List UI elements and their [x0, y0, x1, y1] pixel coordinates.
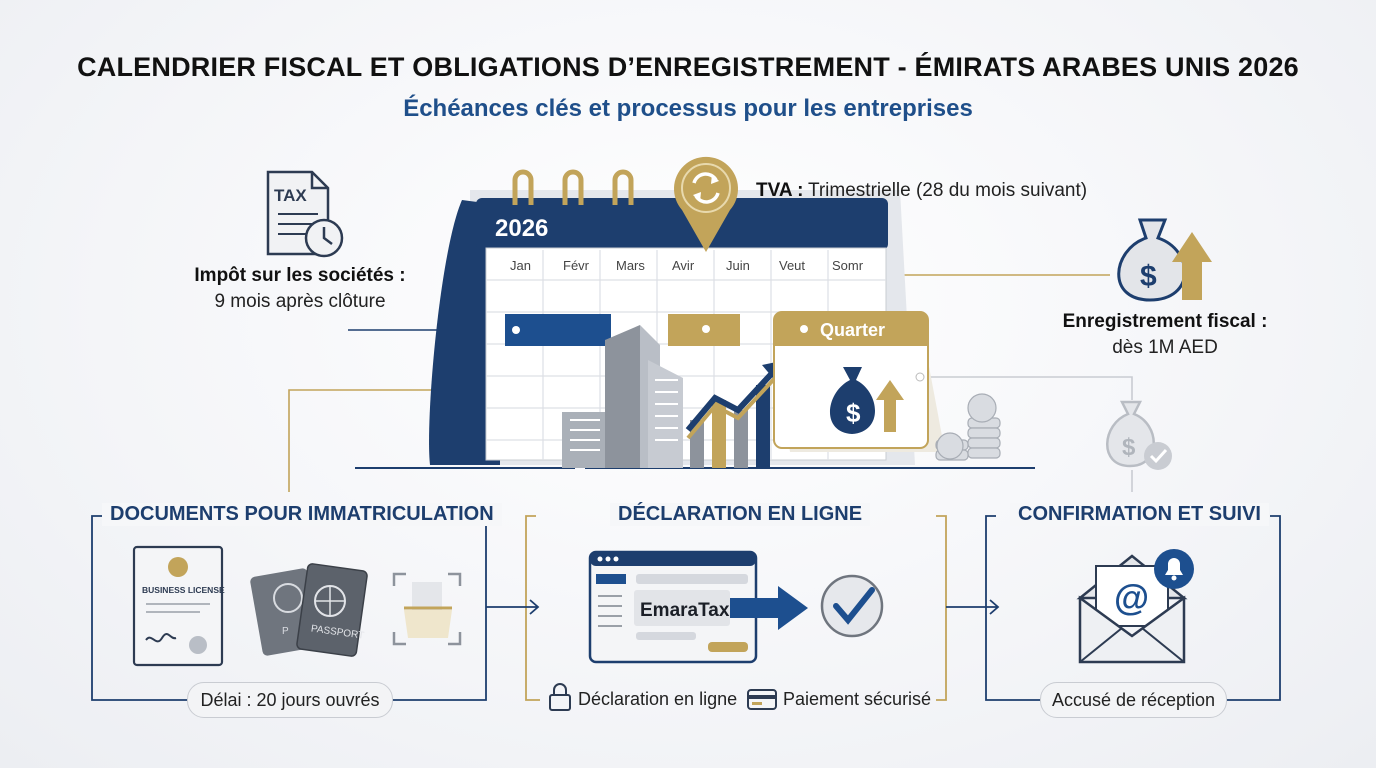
corporate-tax-title: Impôt sur les sociétés :: [194, 265, 406, 286]
svg-text:$: $: [846, 398, 861, 428]
business-license-icon: [132, 545, 224, 667]
notification-bell-icon: [1154, 549, 1194, 589]
money-check-icon: $: [1106, 400, 1172, 470]
scan-document-icon: [392, 572, 462, 646]
email-envelope-icon: @: [1076, 554, 1188, 664]
secure-payment-label: Paiement sécurisé: [783, 689, 932, 709]
quarter-label: Quarter: [820, 320, 885, 340]
emaratax-label: EmaraTax: [640, 600, 730, 621]
svg-text:$: $: [1140, 260, 1157, 293]
page-subtitle: Échéances clés et processus pour les ent…: [403, 95, 973, 122]
tax-icon-text: TAX: [274, 186, 307, 205]
coins-icon: [935, 393, 1001, 461]
calendar-month-5: Veut: [779, 258, 805, 273]
license-text: BUSINESS LICENSE: [142, 585, 225, 595]
calendar-month-0: Jan: [510, 258, 531, 273]
calendar-month-3: Avir: [672, 258, 695, 273]
step-2-title: DÉCLARATION EN LIGNE: [610, 503, 871, 526]
calendar-year: 2026: [495, 215, 548, 242]
calendar-months: Jan Févr Mars Avir Juin Veut Somr: [510, 258, 864, 273]
registration-callout: Enregistrement fiscal : dès 1M AED: [1040, 311, 1290, 359]
buildings-chart-icon: [562, 325, 786, 468]
calendar-month-6: Somr: [832, 258, 864, 273]
vat-title: TVA :: [756, 180, 804, 201]
step-3-title: CONFIRMATION ET SUIVI: [1010, 503, 1269, 526]
acknowledgment-pill: Accusé de réception: [1040, 682, 1227, 718]
deadline-pill: Délai : 20 jours ouvrés: [187, 682, 393, 718]
vat-pin-icon: [673, 156, 739, 252]
credit-card-icon: [747, 689, 777, 710]
calendar-month-2: Mars: [616, 258, 645, 273]
tax-document-icon: TAX: [266, 170, 344, 258]
vat-detail: Trimestrielle (28 du mois suivant): [807, 180, 1088, 201]
passport-icon: [250, 563, 368, 657]
quarter-card: Quarter $: [773, 311, 945, 452]
online-declaration-label: Déclaration en ligne: [578, 689, 738, 709]
money-bag-up-icon: $: [829, 367, 904, 434]
registration-title: Enregistrement fiscal :: [1062, 311, 1268, 332]
registration-detail: dès 1M AED: [1112, 337, 1218, 358]
vat-callout: TVA : Trimestrielle (28 du mois suivant): [756, 180, 1087, 202]
lock-icon: [549, 683, 571, 711]
money-growth-icon: $: [1117, 218, 1212, 302]
calendar-month-4: Juin: [726, 258, 750, 273]
email-at-symbol: @: [1114, 577, 1149, 618]
check-circle-icon: [820, 574, 884, 638]
browser-window-icon: [588, 550, 808, 664]
svg-text:$: $: [1122, 434, 1136, 461]
corporate-tax-detail: 9 mois après clôture: [214, 291, 386, 312]
page-title: CALENDRIER FISCAL ET OBLIGATIONS D’ENREG…: [77, 52, 1299, 82]
passport-back-text: P: [282, 626, 289, 637]
corporate-tax-callout: Impôt sur les sociétés : 9 mois après cl…: [180, 265, 420, 313]
calendar-month-1: Févr: [563, 258, 590, 273]
step-1-title: DOCUMENTS POUR IMMATRICULATION: [102, 503, 502, 526]
